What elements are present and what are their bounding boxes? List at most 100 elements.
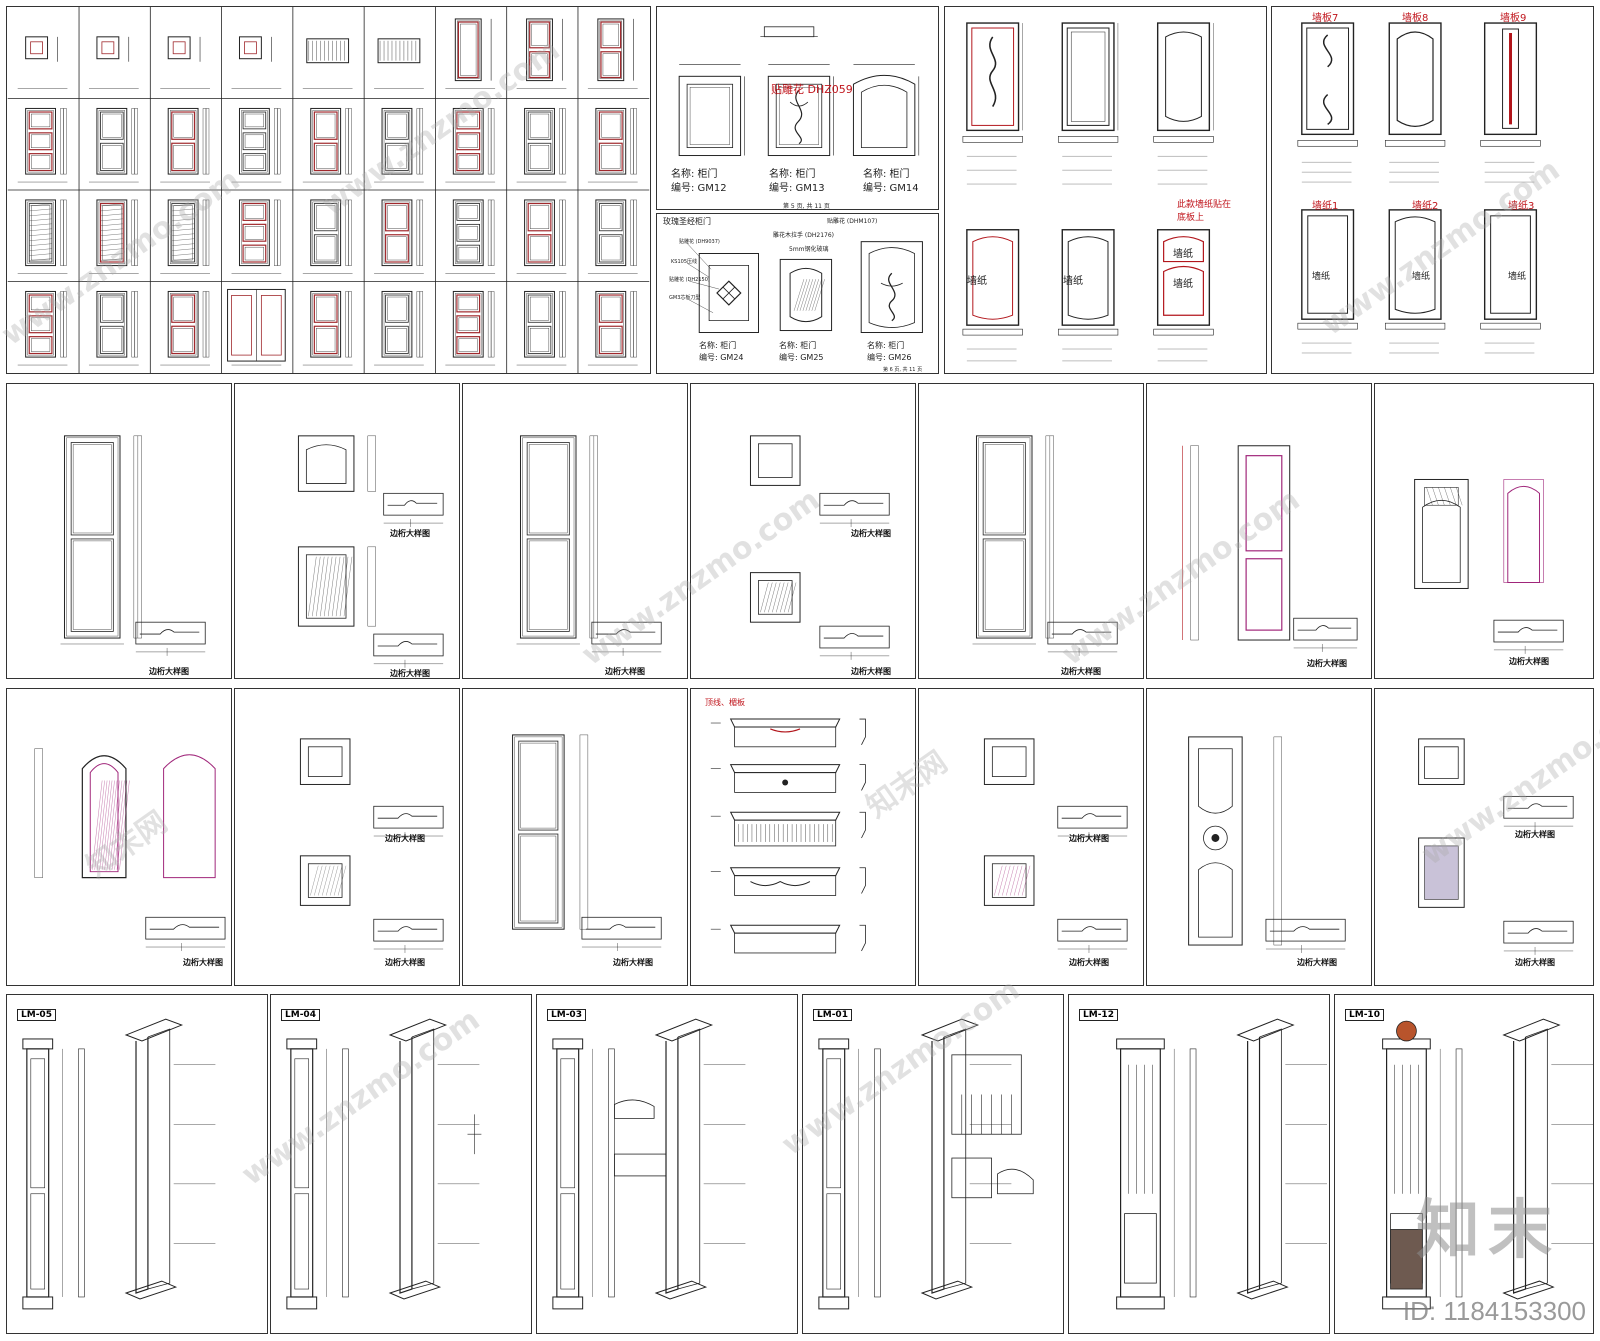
glass-hatch	[100, 238, 123, 241]
lattice-line	[1426, 487, 1433, 506]
door-panel-inner	[602, 23, 619, 46]
small-door-panel	[172, 41, 186, 55]
door-panel-inner	[529, 296, 550, 321]
glass-hatch	[768, 582, 777, 613]
image-id: ID: 1184153300	[1402, 1296, 1586, 1326]
glass-hatch	[764, 582, 773, 613]
column-sheet-2-drawing	[286, 1018, 482, 1310]
door-panel-inner	[458, 296, 478, 311]
door-panel	[313, 294, 338, 323]
glass-hatch	[1021, 865, 1031, 896]
column-side-profile	[342, 1048, 349, 1298]
glass-hatch	[102, 780, 113, 870]
column-sheet-5: LM-12	[1068, 994, 1330, 1334]
column-shaft	[290, 1048, 314, 1298]
glass-hatch	[1006, 865, 1015, 896]
profile-path	[1061, 926, 1122, 932]
wallpaper-area	[1307, 215, 1349, 314]
detail-sheet-9-drawing	[299, 738, 444, 953]
door-frame-inner	[455, 201, 482, 264]
rosette	[722, 286, 736, 300]
door-panel	[457, 21, 479, 79]
door-panel-inner	[529, 113, 550, 138]
door-panel	[313, 142, 338, 172]
door-panel-inner	[316, 296, 336, 321]
column-capital	[1116, 1038, 1165, 1050]
column-shaft	[26, 1048, 50, 1298]
glass-hatch	[172, 203, 195, 207]
door-panel	[529, 21, 550, 49]
profile-box	[591, 621, 662, 645]
door-panel-inner	[387, 145, 407, 169]
detail-profile	[614, 1099, 655, 1119]
glass-hatch	[330, 865, 339, 896]
column-sheet-1: LM-05	[6, 994, 268, 1334]
leader-line	[687, 243, 712, 270]
iso-base	[920, 1280, 974, 1300]
door-frame	[167, 290, 199, 358]
door-panel-inner	[102, 145, 122, 169]
door-code-2: 编号: GM13	[769, 183, 825, 194]
side-profile	[1190, 445, 1199, 641]
door-panel-inner	[601, 296, 621, 321]
callout-carving: 贴雕花 (DHM107)	[827, 218, 878, 225]
wall-panel-inner	[1070, 31, 1106, 122]
side-profile	[630, 291, 637, 358]
door-frame	[595, 107, 627, 175]
door-panel-inner	[244, 113, 264, 128]
door-panel	[28, 111, 53, 130]
detail-caption: 边桁大样图	[390, 669, 430, 678]
profile-box	[135, 621, 206, 645]
detail-caption: 边桁大样图	[613, 958, 653, 967]
door-panel	[518, 740, 559, 831]
glass-hatch	[29, 258, 52, 261]
door-frame	[454, 18, 482, 82]
door-panel	[28, 132, 53, 151]
detail-section	[614, 1153, 667, 1177]
cabinet-door	[1418, 738, 1465, 785]
iso-capital	[1236, 1018, 1295, 1042]
door-panel	[598, 142, 623, 172]
column-side-profile	[874, 1048, 881, 1298]
door-panel-inner	[244, 205, 264, 219]
column-code: LM-03	[547, 1009, 586, 1021]
side-profile	[559, 199, 566, 266]
door-panel-inner	[387, 328, 407, 352]
profile-path	[1051, 629, 1112, 635]
door-panel-inner	[601, 236, 621, 261]
side-profile	[60, 108, 67, 175]
column-panel	[30, 1193, 46, 1290]
door-panel-inner	[520, 742, 557, 829]
detail-sheet-5-drawing	[972, 435, 1118, 656]
door-label-2: 名称: 柜门	[769, 169, 816, 180]
wall-panel-inner	[1066, 27, 1110, 126]
cornice-top	[729, 811, 841, 821]
profile-path	[377, 813, 438, 819]
wallpaper-title-3: 墙纸3	[1508, 201, 1535, 212]
wallpaper-label-4: 墙纸	[1173, 279, 1193, 290]
cornice-frieze	[734, 772, 837, 793]
mesh-panel	[1424, 845, 1459, 900]
wall-panel-inner	[1396, 31, 1434, 127]
door-panel-inner	[316, 145, 336, 169]
profile-path	[1297, 625, 1352, 631]
detail-sheet-2-drawing	[297, 435, 444, 668]
leader-line	[689, 280, 720, 290]
door-frame	[96, 290, 128, 358]
glass-hatch	[787, 582, 797, 613]
glass-hatch	[799, 279, 810, 311]
door-panel	[758, 580, 793, 615]
glass-hatch	[776, 582, 785, 613]
carving-ornament	[989, 36, 997, 107]
side-profile	[487, 199, 495, 266]
door-panel-inner	[458, 113, 478, 128]
door-panel	[456, 111, 481, 130]
glass-hatch	[337, 865, 347, 896]
cornice-frieze	[734, 932, 837, 954]
profile-path	[823, 633, 884, 639]
glass-hatch	[326, 865, 335, 896]
wall-panel	[1061, 229, 1115, 326]
door-panel	[305, 444, 347, 484]
door-label-3: 名称: 柜门	[863, 169, 910, 180]
door-panel-inner	[460, 23, 477, 76]
